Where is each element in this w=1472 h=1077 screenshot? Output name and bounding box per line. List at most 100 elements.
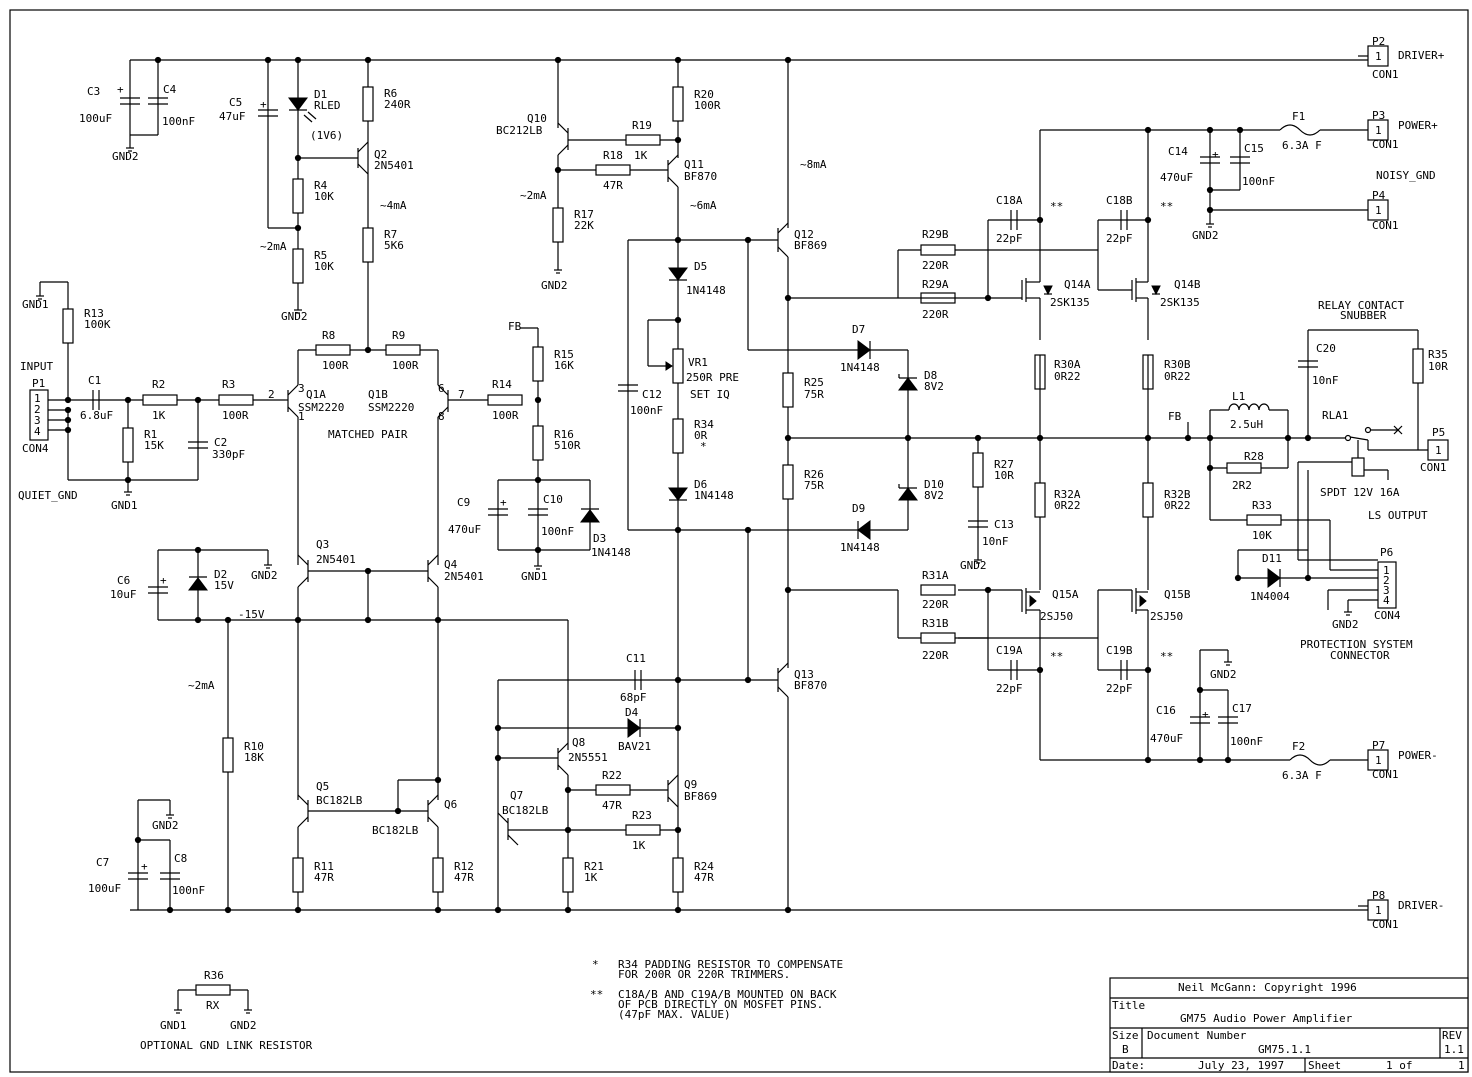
r30b-label: R30B <box>1164 358 1191 371</box>
r31a-value: 220R <box>922 598 949 611</box>
sheet-of: 1 of <box>1386 1059 1413 1072</box>
d1-note: (1V6) <box>310 129 343 142</box>
r9-value: 100R <box>392 359 419 372</box>
q1b-label: Q1B <box>368 388 388 401</box>
r35-label: R35 <box>1428 348 1448 361</box>
svg-text:+: + <box>141 860 148 873</box>
d5-value: 1N4148 <box>686 284 726 297</box>
gnd2-c16: GND2 <box>1210 668 1237 681</box>
p6-title1: PROTECTION SYSTEM <box>1300 638 1413 651</box>
c13-value: 10nF <box>982 535 1009 548</box>
r17-label: R17 <box>574 208 594 221</box>
r25-label: R25 <box>804 376 824 389</box>
title-text: GM75 Audio Power Amplifier <box>1180 1012 1353 1025</box>
q7-value: BC182LB <box>502 804 549 817</box>
c3-value: 100uF <box>79 112 112 125</box>
p6-con: CON4 <box>1374 609 1401 622</box>
q15b-label: Q15B <box>1164 588 1191 601</box>
q1b-type: SSM2220 <box>368 401 414 414</box>
r3-value: 100R <box>222 409 249 422</box>
vr1-note: SET IQ <box>690 388 730 401</box>
p3-label: P3 <box>1372 109 1385 122</box>
q8-value: 2N5551 <box>568 751 608 764</box>
gnd1-input: GND1 <box>111 499 138 512</box>
l1-value: 2.5uH <box>1230 418 1263 431</box>
r21-label: R21 <box>584 860 604 873</box>
r20-value: 100R <box>694 99 721 112</box>
c6-value: 10uF <box>110 588 137 601</box>
i8-label: ~8mA <box>800 158 827 171</box>
f1-value: 6.3A F <box>1282 139 1322 152</box>
gnd1-r13: GND1 <box>22 298 49 311</box>
r29b-value: 220R <box>922 259 949 272</box>
r23-label: R23 <box>632 809 652 822</box>
snubber-title2: SNUBBER <box>1340 309 1387 322</box>
svg-text:1: 1 <box>1375 50 1382 63</box>
svg-text:8: 8 <box>438 410 445 423</box>
gnd2-c13: GND2 <box>960 559 987 572</box>
c20-label: C20 <box>1316 342 1336 355</box>
svg-text:2: 2 <box>268 388 275 401</box>
p2-net: DRIVER+ <box>1398 49 1445 62</box>
q3-value: 2N5401 <box>316 553 356 566</box>
p4-con: CON1 <box>1372 219 1399 232</box>
spdt-label: SPDT 12V 16A <box>1320 486 1400 499</box>
c17-value: 100nF <box>1230 735 1263 748</box>
c10-value: 100nF <box>541 525 574 538</box>
q14a-value: 2SK135 <box>1050 296 1090 309</box>
r22-label: R22 <box>602 769 622 782</box>
p5-label: P5 <box>1432 426 1445 439</box>
q1a-type: SSM2220 <box>298 401 344 414</box>
c1-value: 6.8uF <box>80 409 113 422</box>
title-block: Neil McGann: Copyright 1996 Title GM75 A… <box>1109 977 1469 1073</box>
d7-label: D7 <box>852 323 865 336</box>
r8-label: R8 <box>322 329 335 342</box>
c2-value: 330pF <box>212 448 245 461</box>
p7-label: P7 <box>1372 739 1385 752</box>
r24-value: 47R <box>694 871 714 884</box>
svg-text:1: 1 <box>1375 904 1382 917</box>
svg-text:1: 1 <box>298 410 305 423</box>
q14a-label: Q14A <box>1064 278 1091 291</box>
gnd2-c3: GND2 <box>112 150 139 163</box>
c12-value: 100nF <box>630 404 663 417</box>
r13-label: R13 <box>84 307 104 320</box>
p7-net: POWER- <box>1398 749 1438 762</box>
fb-ltp: FB <box>508 320 522 333</box>
c13-label: C13 <box>994 518 1014 531</box>
d8-label: D8 <box>924 369 937 382</box>
c15-value: 100nF <box>1242 175 1275 188</box>
c9-value: 470uF <box>448 523 481 536</box>
note2-mark: ** <box>590 988 603 1001</box>
c19a-value: 22pF <box>996 682 1023 695</box>
q9-value: BF869 <box>684 790 717 803</box>
c1-label: C1 <box>88 374 101 387</box>
c11-value: 68pF <box>620 691 647 704</box>
r32b-value: 0R22 <box>1164 499 1191 512</box>
p5-con: CON1 <box>1420 461 1447 474</box>
r30a-value: 0R22 <box>1054 370 1081 383</box>
r31a-label: R31A <box>922 569 949 582</box>
c19b-value: 22pF <box>1106 682 1133 695</box>
svg-text:1: 1 <box>1375 124 1382 137</box>
ltp-section: R8 100R R9 100R 2 3 1 6 7 8 Q1A SSM2220 … <box>268 320 631 583</box>
r32a-value: 0R22 <box>1054 499 1081 512</box>
minus15v-label: -15V <box>238 608 265 621</box>
f2-value: 6.3A F <box>1282 769 1322 782</box>
title-label: Title <box>1112 999 1145 1012</box>
q8-label: Q8 <box>572 736 585 749</box>
i2-label: ~2mA <box>260 240 287 253</box>
c17-label: C17 <box>1232 702 1252 715</box>
l1-label: L1 <box>1232 390 1245 403</box>
r29a-label: R29A <box>922 278 949 291</box>
r14-label: R14 <box>492 378 512 391</box>
d9-value: 1N4148 <box>840 541 880 554</box>
r28-value: 2R2 <box>1232 479 1252 492</box>
r22-value: 47R <box>602 799 622 812</box>
d1-value: RLED <box>314 99 341 112</box>
r29b-label: R29B <box>922 228 949 241</box>
r19-label: R19 <box>632 119 652 132</box>
r34-value: 0R <box>694 429 708 442</box>
r12-value: 47R <box>454 871 474 884</box>
